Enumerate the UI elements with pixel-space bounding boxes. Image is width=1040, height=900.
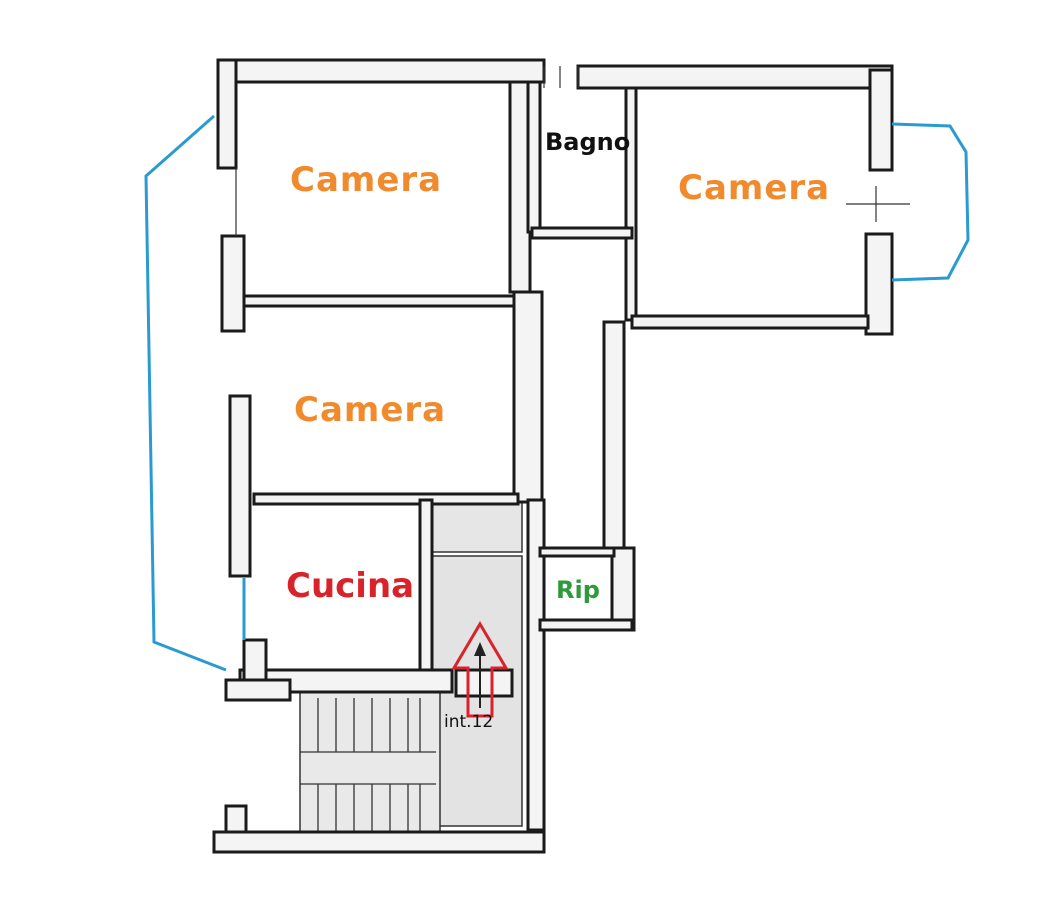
room-label-bagno: Bagno: [545, 128, 631, 156]
room-label-cucina: Cucina: [286, 566, 415, 606]
room-label-camera-middle: Camera: [294, 390, 447, 430]
room-label-rip: Rip: [556, 576, 600, 604]
entrance-label: int.12: [444, 712, 494, 732]
room-label-camera-right: Camera: [678, 168, 831, 208]
entrance-arrow-icon: [451, 621, 509, 718]
openings: [235, 66, 910, 236]
room-label-camera-top-left: Camera: [290, 160, 443, 200]
balcony-outline: [144, 114, 970, 672]
walls: [212, 58, 894, 854]
